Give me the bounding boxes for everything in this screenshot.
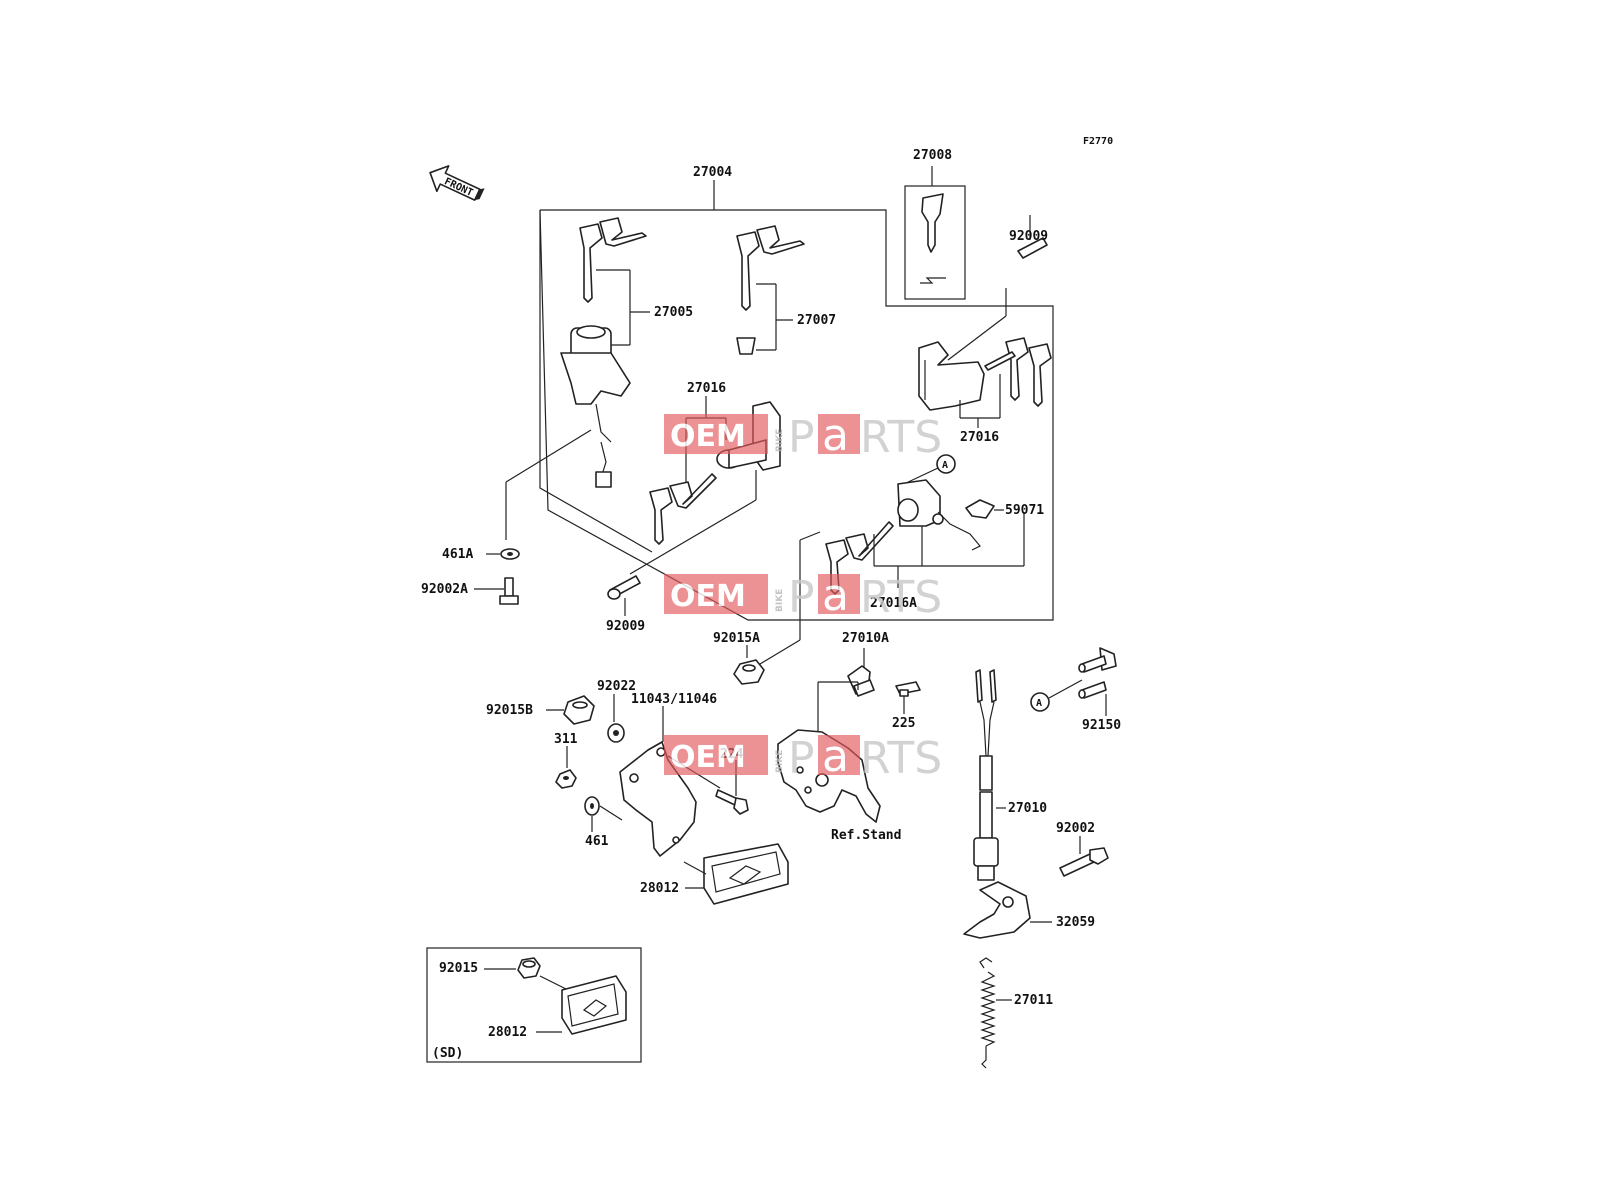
svg-text:OEM: OEM xyxy=(670,740,746,775)
label-27016-mid: 27016 xyxy=(687,381,726,396)
plate-32059 xyxy=(963,881,1052,939)
label-27010A: 27010A xyxy=(842,631,889,646)
label-27008: 27008 xyxy=(913,148,952,163)
clip-59071 xyxy=(965,499,1004,519)
label-11043: 11043/11046 xyxy=(631,692,717,707)
ignition-switch xyxy=(505,325,631,540)
bolts-92150 xyxy=(1078,647,1117,716)
label-27004: 27004 xyxy=(693,165,732,180)
label-92002: 92002 xyxy=(1056,821,1095,836)
svg-text:OEM: OEM xyxy=(670,579,746,614)
label-225: 225 xyxy=(892,716,915,731)
label-28012: 28012 xyxy=(640,881,679,896)
svg-text:RTS: RTS xyxy=(860,572,942,623)
callout-a-top-letter: A xyxy=(942,460,948,471)
label-461: 461 xyxy=(585,834,609,849)
bolt-92002A xyxy=(474,577,519,605)
key-tag-27008 xyxy=(904,166,966,300)
svg-text:a: a xyxy=(822,731,849,782)
svg-text:RTS: RTS xyxy=(860,733,942,784)
label-92002A: 92002A xyxy=(421,582,468,597)
bolt-225 xyxy=(895,681,921,714)
figure-code: F2770 xyxy=(1083,136,1113,147)
watermark-2: OEM BIKE P a RTS xyxy=(664,570,942,623)
washer-92022 xyxy=(607,694,625,743)
nut-311 xyxy=(555,746,577,789)
assembly-outline xyxy=(539,180,1054,621)
svg-text:P: P xyxy=(788,733,815,784)
label-28012-inset: 28012 xyxy=(488,1025,527,1040)
svg-text:BIKE: BIKE xyxy=(775,589,785,612)
svg-text:a: a xyxy=(822,410,849,461)
svg-text:OEM: OEM xyxy=(670,419,746,454)
label-ref-stand: Ref.Stand xyxy=(831,828,901,843)
watermark-3: OEM BIKE P a RTS xyxy=(664,731,942,784)
label-92009-top: 92009 xyxy=(1009,229,1048,244)
bolt-92002 xyxy=(1059,836,1109,877)
label-32059: 32059 xyxy=(1056,915,1095,930)
svg-text:a: a xyxy=(822,570,849,621)
svg-text:P: P xyxy=(788,412,815,463)
label-27016A: 27016A xyxy=(870,596,917,611)
svg-text:BIKE: BIKE xyxy=(775,750,785,773)
spring-27011 xyxy=(979,957,1012,1069)
label-311: 311 xyxy=(554,732,578,747)
label-27016-right: 27016 xyxy=(960,430,999,445)
label-92015A: 92015A xyxy=(713,631,760,646)
washer-461 xyxy=(584,796,623,832)
label-92015: 92015 xyxy=(439,961,478,976)
washer-461A xyxy=(486,548,520,560)
svg-text:P: P xyxy=(788,572,815,623)
label-27011: 27011 xyxy=(1014,993,1053,1008)
label-27005: 27005 xyxy=(654,305,693,320)
label-92009-bottom: 92009 xyxy=(606,619,645,634)
nut-92015A xyxy=(733,645,765,685)
label-21007: 27007 xyxy=(797,313,836,328)
watermark-1: OEM BIKE P a RTS xyxy=(664,410,942,463)
svg-text:BIKE: BIKE xyxy=(775,429,785,452)
reflector-28012 xyxy=(683,843,789,905)
callout-a-top: A xyxy=(903,454,956,485)
inset-sd xyxy=(426,947,642,1063)
keys-21007 xyxy=(736,225,805,355)
label-461A: 461A xyxy=(442,547,473,562)
label-92022: 92022 xyxy=(597,679,636,694)
inset-sd-label: (SD) xyxy=(432,1046,463,1061)
svg-text:RTS: RTS xyxy=(860,412,942,463)
screw-92009-top xyxy=(947,215,1048,361)
callout-a-right-letter: A xyxy=(1036,698,1042,709)
front-arrow-icon: FRONT xyxy=(429,165,485,201)
label-59071: 59071 xyxy=(1005,503,1044,518)
label-92015B: 92015B xyxy=(486,703,533,718)
nut-92015B xyxy=(546,695,595,725)
screw-92009-bottom xyxy=(607,575,641,616)
label-27010: 27010 xyxy=(1008,801,1047,816)
helmet-lock-27016 xyxy=(918,337,1052,428)
callout-a-right: A xyxy=(1030,679,1083,712)
switch-27010 xyxy=(973,669,1006,881)
label-92150: 92150 xyxy=(1082,718,1121,733)
bracket-11043 xyxy=(619,706,721,857)
